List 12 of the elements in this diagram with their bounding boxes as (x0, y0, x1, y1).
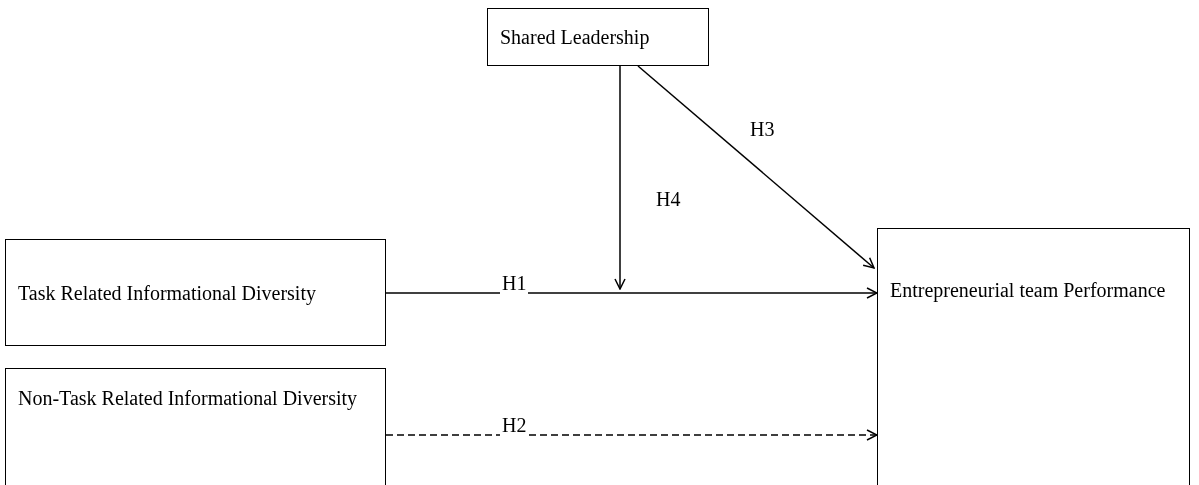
node-text: Non-Task Related Informational Diversity (18, 386, 359, 411)
concept-box (5, 239, 386, 346)
arrow (385, 287, 878, 299)
node-text: Entrepreneurial team Performance (890, 278, 1167, 303)
arrow (614, 65, 626, 290)
concept-box (877, 228, 1190, 485)
concept-box (487, 8, 709, 66)
concept-box (5, 368, 386, 485)
node-text: Task Related Informational Diversity (18, 280, 317, 306)
dashed-arrow (385, 429, 878, 441)
node-text: Shared Leadership (500, 25, 651, 50)
arrow (637, 65, 875, 269)
